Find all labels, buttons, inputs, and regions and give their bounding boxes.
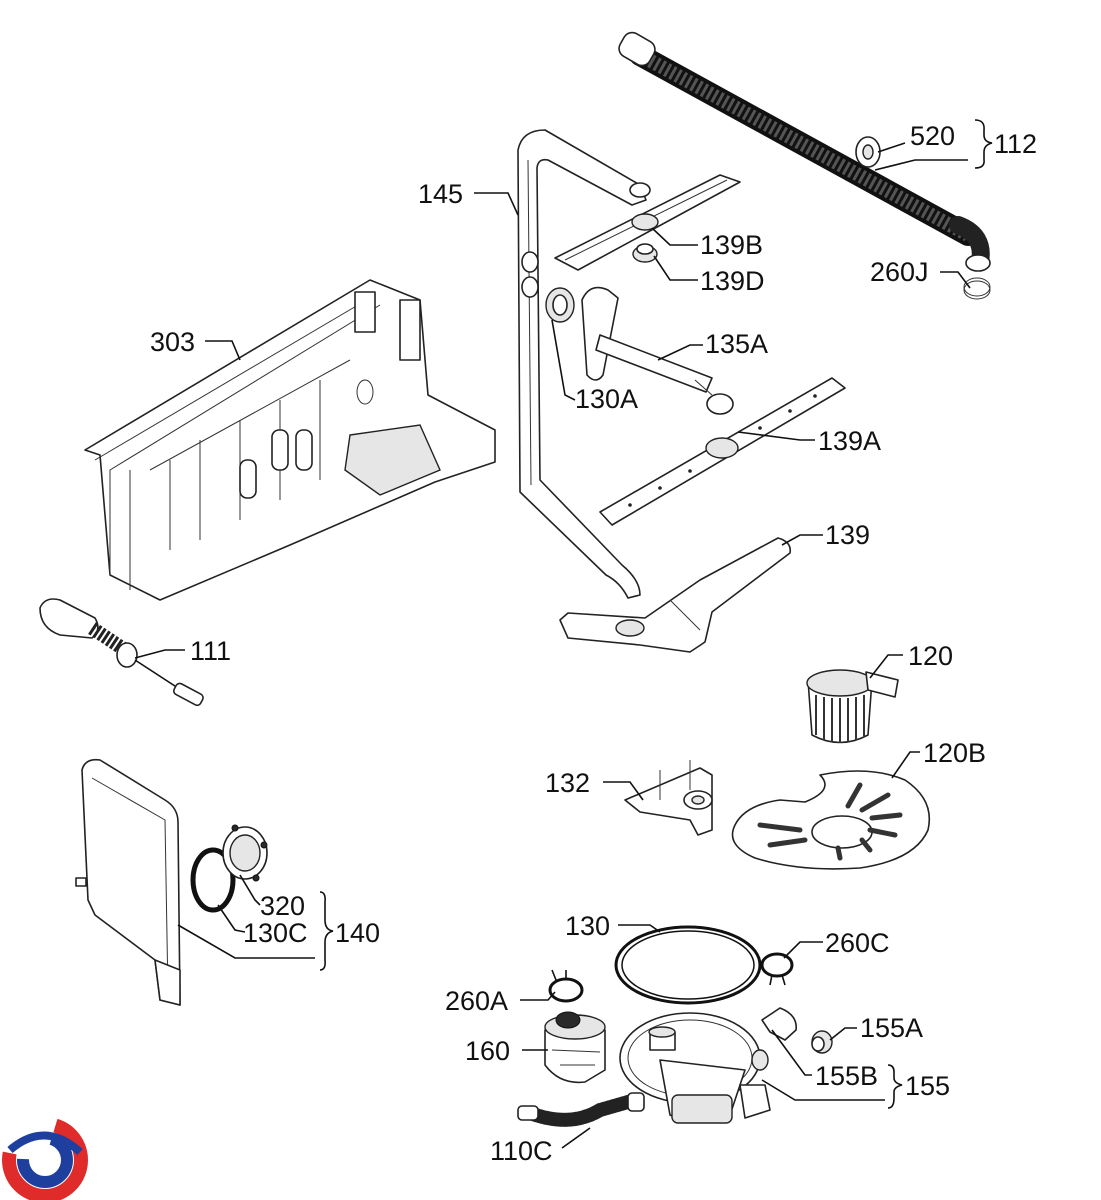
ring-320 [222, 824, 268, 882]
label-320: 320 [260, 891, 305, 921]
label-132: 132 [545, 768, 590, 798]
label-160: 160 [465, 1036, 510, 1066]
leader-lines [134, 119, 993, 1149]
dispenser-303 [84, 279, 496, 601]
label-145: 145 [418, 179, 463, 209]
label-139: 139 [825, 520, 870, 550]
cover-155b [761, 1007, 797, 1041]
seal-130c [190, 847, 236, 913]
door-panel-140 [75, 758, 181, 1006]
label-139b: 139B [700, 230, 763, 260]
label-260c: 260C [825, 928, 890, 958]
label-140: 140 [335, 918, 380, 948]
upper-spray-arm-139b [554, 174, 741, 271]
label-260a: 260A [445, 986, 508, 1016]
label-139a: 139A [818, 426, 881, 456]
label-155: 155 [905, 1071, 950, 1101]
hose-110c [517, 1092, 645, 1127]
arm-holder-135a [581, 286, 734, 415]
label-110c: 110C [490, 1136, 553, 1166]
clamp-260a [548, 969, 584, 1003]
sump-155 [619, 1012, 771, 1124]
label-520: 520 [910, 121, 955, 151]
drain-hose-112 [618, 31, 991, 300]
part-labels: 520 112 145 139B 139D 260J 303 135A 130A… [150, 121, 1037, 1166]
gasket-130 [614, 925, 762, 1005]
spray-nut-139d [632, 243, 658, 263]
label-303: 303 [150, 327, 195, 357]
conduit-145 [517, 129, 651, 599]
label-130a: 130A [575, 384, 638, 414]
brand-logo [2, 1117, 88, 1200]
label-260j: 260J [870, 257, 929, 287]
label-135a: 135A [705, 329, 768, 359]
satellite-arm-139 [559, 537, 792, 653]
filter-plate-120b [731, 770, 930, 870]
pump-160 [544, 1011, 606, 1084]
label-155b: 155B [815, 1061, 878, 1091]
label-120b: 120B [923, 738, 986, 768]
label-120: 120 [908, 641, 953, 671]
label-155a: 155A [860, 1013, 923, 1043]
seal-130a [545, 287, 575, 323]
label-112: 112 [994, 129, 1037, 159]
label-139d: 139D [700, 266, 765, 296]
label-111: 111 [190, 636, 231, 666]
plug-155a [811, 1030, 833, 1054]
bracket-132 [624, 760, 713, 836]
label-130: 130 [565, 911, 610, 941]
label-130c: 130C [243, 918, 308, 948]
sensor-111 [39, 598, 204, 707]
filter-120 [806, 669, 899, 744]
clamp-260c [760, 952, 794, 986]
lower-spray-arm-139a [599, 377, 846, 526]
